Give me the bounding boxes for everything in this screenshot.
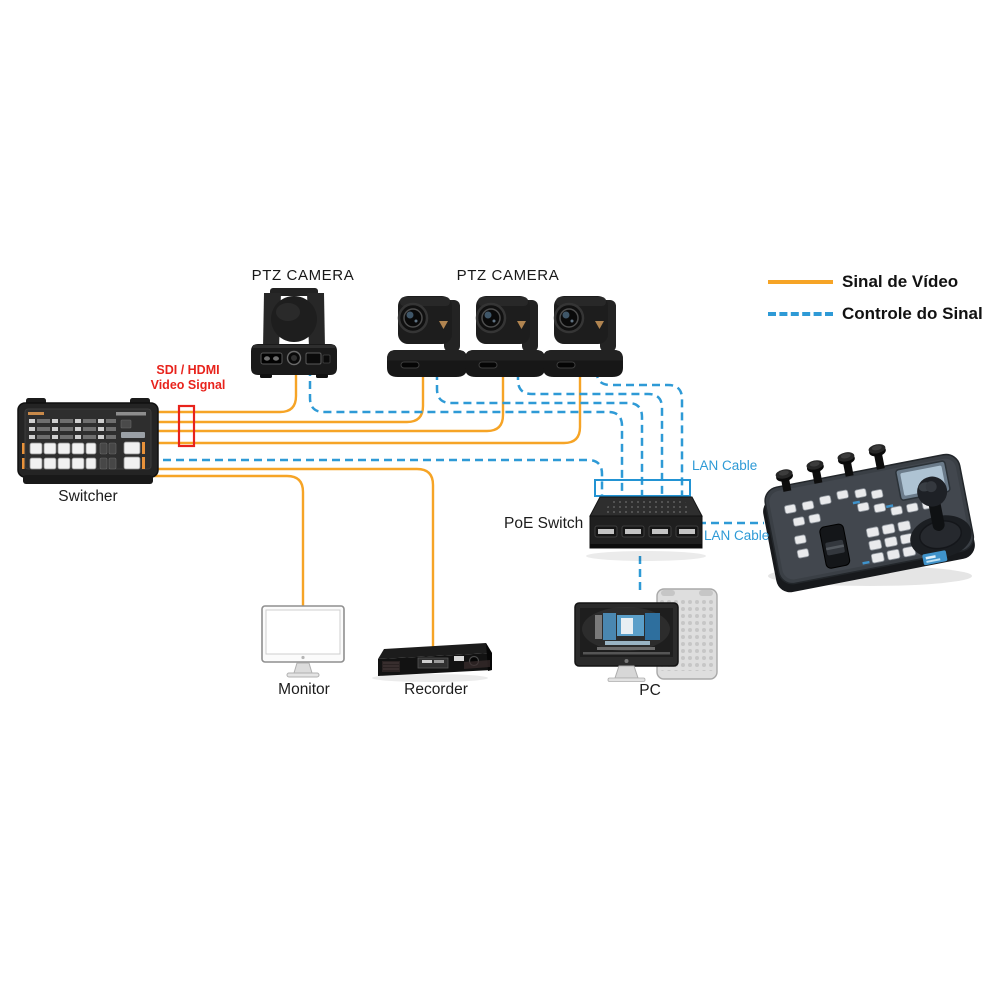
- label-poe-switch: PoE Switch: [504, 515, 584, 532]
- legend-video-label: Sinal de Vídeo: [842, 272, 959, 291]
- wire-control-camera4: [595, 370, 684, 502]
- wire-control-camera2: [435, 372, 644, 502]
- legend-video-row: Sinal de Vídeo: [768, 266, 983, 298]
- wire-video-camera2: [152, 372, 425, 424]
- wire-control-switcher: [150, 458, 604, 502]
- ptz-camera-1: [251, 288, 337, 378]
- wire-video-recorder: [150, 467, 435, 650]
- label-pc: PC: [639, 682, 661, 699]
- legend-video-swatch: [768, 280, 833, 284]
- legend: Sinal de Vídeo Controle do Sinal: [768, 266, 983, 330]
- sdi-hdmi-annotation-line2: Video Signal: [150, 378, 226, 392]
- ptz-camera-4: [541, 294, 625, 379]
- ptz-camera-3: [463, 294, 547, 379]
- sdi-hdmi-annotation-line1: SDI / HDMI: [156, 363, 220, 377]
- recorder-device: [372, 643, 492, 682]
- wire-video-camera3: [152, 372, 505, 433]
- poe-switch-device: [586, 496, 706, 561]
- controller-knobs: [775, 444, 886, 492]
- pc-device: [574, 588, 718, 682]
- controller-joystick: [910, 476, 972, 559]
- label-lan-cable-right: LAN Cable: [704, 528, 770, 543]
- label-ptz-camera-left: PTZ CAMERA: [251, 267, 355, 284]
- label-monitor: Monitor: [278, 681, 330, 698]
- joystick-controller-device: [763, 444, 975, 593]
- ptz-camera-2: [385, 294, 469, 379]
- wire-video-camera1: [152, 372, 298, 414]
- monitor-device: [261, 605, 345, 678]
- switcher-device: [17, 398, 159, 484]
- video-signal-wires: [150, 372, 582, 650]
- legend-control-row: Controle do Sinal: [768, 298, 983, 330]
- controller-buttons: [784, 488, 935, 564]
- wire-control-camera3: [516, 372, 664, 502]
- wire-video-monitor: [150, 474, 305, 612]
- wire-control-camera1: [308, 368, 624, 502]
- label-lan-cable-top: LAN Cable: [692, 458, 758, 473]
- legend-control-swatch: [768, 312, 833, 316]
- wire-video-camera4: [152, 372, 582, 445]
- control-signal-wires: [150, 368, 764, 594]
- legend-control-label: Controle do Sinal: [842, 304, 983, 323]
- label-recorder: Recorder: [404, 681, 468, 698]
- label-switcher: Switcher: [58, 488, 118, 505]
- sdi-highlight-box: [177, 404, 196, 448]
- label-ptz-camera-right: PTZ CAMERA: [456, 267, 560, 284]
- sdi-hdmi-annotation: SDI / HDMI Video Signal: [151, 363, 226, 393]
- lan-highlight-box: [594, 479, 691, 497]
- pc-display: [574, 602, 679, 682]
